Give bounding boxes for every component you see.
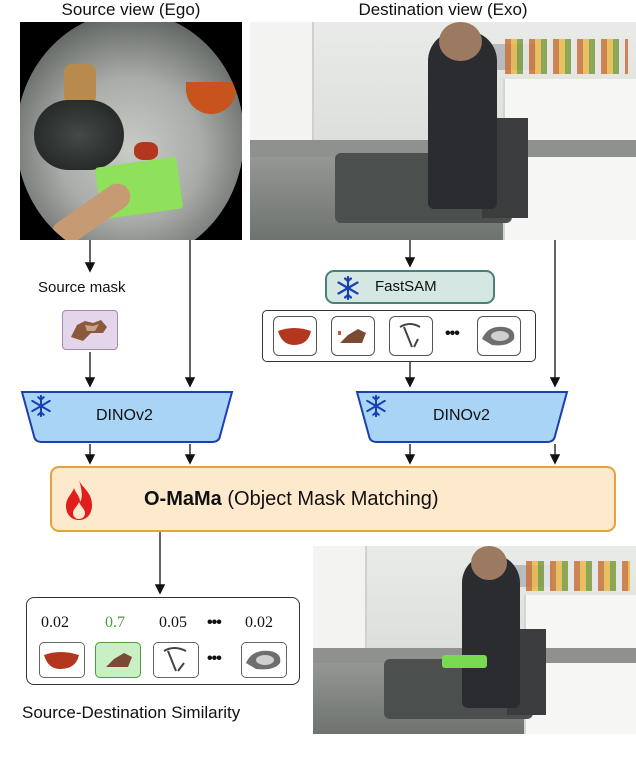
- omama-module: O-MaMa (Object Mask Matching): [50, 466, 616, 532]
- dinov2-right-label: DINOv2: [433, 407, 490, 424]
- exo-destination-image: [250, 22, 636, 240]
- matched-mask-highlight: [442, 655, 488, 669]
- meat-mask-icon: [71, 320, 107, 341]
- dinov2-left-module: [20, 391, 234, 443]
- candidate-mask-utensil: [389, 316, 433, 356]
- exo-result-image: [313, 546, 636, 734]
- similarity-mask-utensil: [153, 642, 199, 678]
- similarity-caption: Source-Destination Similarity: [22, 703, 241, 722]
- omama-subtitle: (Object Mask Matching): [221, 488, 439, 510]
- similarity-ellipsis: •••: [207, 614, 222, 631]
- similarity-box: 0.02 0.7 0.05 ••• 0.02 •••: [26, 597, 300, 685]
- candidate-masks-box: •••: [262, 310, 536, 362]
- destination-view-title: Destination view (Exo): [358, 0, 528, 19]
- similarity-score: 0.02: [41, 614, 69, 631]
- similarity-score: 0.05: [159, 614, 187, 631]
- dinov2-right-module: [355, 391, 569, 443]
- similarity-mask-strainer: [241, 642, 287, 678]
- candidate-mask-strainer: [477, 316, 521, 356]
- flame-icon: [66, 480, 92, 520]
- similarity-score-highlight: 0.7: [105, 614, 125, 631]
- fastsam-box: FastSAM: [325, 270, 495, 304]
- candidate-mask-meat: [331, 316, 375, 356]
- source-mask-thumbnail: [62, 310, 118, 350]
- similarity-mask-bowl: [39, 642, 85, 678]
- ego-source-image: [20, 22, 242, 240]
- snowflake-icon: [31, 394, 51, 418]
- snowflake-icon: [337, 275, 359, 301]
- candidate-mask-bowl: [273, 316, 317, 356]
- similarity-mask-meat-match: [95, 642, 141, 678]
- omama-title: O-MaMa (Object Mask Matching): [144, 488, 439, 511]
- omama-name: O-MaMa: [144, 488, 222, 510]
- fastsam-label: FastSAM: [375, 278, 437, 295]
- dinov2-left-label: DINOv2: [96, 407, 153, 424]
- source-view-title: Source view (Ego): [61, 0, 201, 19]
- source-mask-label: Source mask: [38, 279, 126, 296]
- similarity-ellipsis-2: •••: [207, 650, 222, 667]
- candidate-ellipsis: •••: [445, 325, 460, 342]
- snowflake-icon: [366, 394, 386, 418]
- similarity-score: 0.02: [245, 614, 273, 631]
